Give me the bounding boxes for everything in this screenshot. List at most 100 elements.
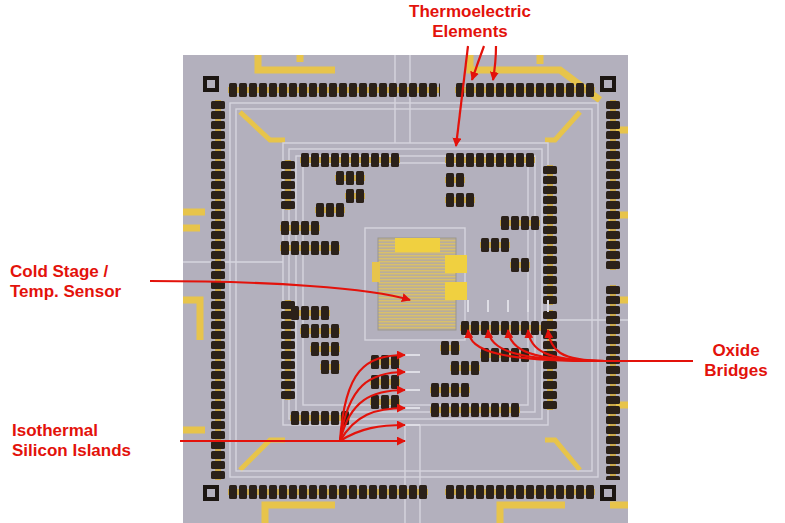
callout-arrows xyxy=(150,46,693,441)
gold-traces-part xyxy=(183,300,200,340)
gold-traces xyxy=(183,55,628,523)
oxide-bridges-part xyxy=(468,300,548,312)
inner-thermoelectric-clusters-part-part xyxy=(500,213,540,233)
inner-thermoelectric-clusters-part xyxy=(280,238,340,258)
callout-arrows-part xyxy=(340,425,405,441)
frame-lines-part xyxy=(236,109,592,471)
outer-thermoelectric-ring-part xyxy=(228,80,440,100)
inner-thermoelectric-clusters-part xyxy=(445,150,535,170)
inner-thermoelectric-clusters-part xyxy=(430,380,470,400)
gold-traces-part xyxy=(545,112,580,140)
outer-thermoelectric-ring-part xyxy=(455,80,595,100)
inner-thermoelectric-clusters-part xyxy=(278,300,298,400)
outer-thermoelectric-ring-part xyxy=(228,482,428,502)
inner-thermoelectric-clusters-part-part xyxy=(510,255,530,275)
outer-thermoelectric-ring-part xyxy=(445,482,595,502)
inner-thermoelectric-clusters-part xyxy=(540,165,560,305)
outer-thermoelectric-ring-part xyxy=(604,80,612,88)
cold-stage xyxy=(372,238,467,330)
callout-arrows-part xyxy=(468,330,605,361)
outer-thermoelectric-ring-part xyxy=(604,489,612,497)
inner-thermoelectric-clusters-part xyxy=(480,235,510,255)
inner-thermoelectric-clusters-part-part xyxy=(480,235,510,255)
chip-die xyxy=(183,55,628,523)
gold-traces-part xyxy=(183,427,205,434)
inner-thermoelectric-clusters-part-part xyxy=(430,380,470,400)
callout-arrows-part xyxy=(180,440,405,442)
inner-thermoelectric-clusters-part xyxy=(280,218,320,238)
outer-thermoelectric-ring-part-part xyxy=(228,80,440,100)
inner-thermoelectric-clusters-part xyxy=(335,168,365,188)
inner-thermoelectric-clusters-part-part xyxy=(450,358,480,378)
gold-traces-part xyxy=(537,55,544,64)
inner-thermoelectric-clusters-part xyxy=(300,150,400,170)
frame-lines-part xyxy=(303,163,528,405)
gold-traces-part xyxy=(183,225,200,232)
gold-traces-part xyxy=(610,502,628,509)
cold-stage-part xyxy=(445,282,467,300)
inner-thermoelectric-clusters-part xyxy=(345,186,365,206)
callout-arrows-part xyxy=(493,46,496,80)
callout-label: Isothermal Silicon Islands xyxy=(12,421,144,461)
inner-thermoelectric-clusters-part xyxy=(445,170,465,190)
inner-thermoelectric-clusters-part xyxy=(310,339,340,359)
oxide-bridges-part xyxy=(405,355,420,425)
outer-thermoelectric-ring-part xyxy=(600,485,616,501)
outer-thermoelectric-ring-part xyxy=(203,485,219,501)
inner-thermoelectric-clusters-part-part xyxy=(280,218,320,238)
inner-thermoelectric-clusters-part xyxy=(440,338,460,358)
gold-traces-part xyxy=(265,505,335,523)
frame-lines xyxy=(183,55,628,523)
inner-thermoelectric-clusters-part xyxy=(278,160,298,210)
gold-traces-part xyxy=(240,440,285,470)
callout-arrows-part xyxy=(340,408,405,441)
callout-arrows-part xyxy=(150,281,410,300)
inner-thermoelectric-clusters-part-part xyxy=(445,170,465,190)
callout-label: Thermoelectric Elements xyxy=(398,2,542,42)
outer-thermoelectric-ring-part-part xyxy=(603,100,623,270)
outer-thermoelectric-ring-part xyxy=(207,80,215,88)
outer-thermoelectric-ring-part xyxy=(203,76,219,92)
outer-thermoelectric-ring-part xyxy=(603,285,623,480)
cold-stage-part xyxy=(372,262,380,282)
cold-stage-part xyxy=(445,255,467,273)
inner-thermoelectric-clusters-part-part xyxy=(440,338,460,358)
frame-lines-part xyxy=(289,149,542,419)
inner-thermoelectric-clusters xyxy=(278,150,560,428)
callout-arrows-part xyxy=(472,46,484,80)
inner-thermoelectric-clusters-part xyxy=(300,321,340,341)
gold-traces-part xyxy=(258,55,335,70)
inner-thermoelectric-clusters-part xyxy=(460,318,550,338)
inner-thermoelectric-clusters-part-part xyxy=(320,357,340,377)
gold-traces-part xyxy=(500,505,565,523)
inner-thermoelectric-clusters-part xyxy=(315,200,345,220)
frame-lines-part xyxy=(183,55,628,523)
outer-thermoelectric-ring-part xyxy=(600,76,616,92)
cold-stage-part xyxy=(378,238,456,330)
callout-label: Cold Stage / Temp. Sensor xyxy=(10,262,138,302)
inner-thermoelectric-clusters-part-part xyxy=(315,200,345,220)
inner-thermoelectric-clusters-part xyxy=(430,400,520,420)
outer-thermoelectric-ring xyxy=(203,76,623,502)
inner-thermoelectric-clusters-part-part xyxy=(278,300,298,400)
inner-thermoelectric-clusters-part xyxy=(445,190,475,210)
outer-thermoelectric-ring-part xyxy=(603,100,623,270)
inner-thermoelectric-clusters-part xyxy=(320,357,340,377)
callout-arrows-part xyxy=(456,46,468,146)
outer-thermoelectric-ring-part-part xyxy=(445,482,595,502)
inner-thermoelectric-clusters-part-part xyxy=(345,186,365,206)
gold-traces-part xyxy=(545,440,580,470)
inner-thermoelectric-clusters-part-part xyxy=(540,165,560,305)
outer-thermoelectric-ring-part xyxy=(207,489,215,497)
gold-traces-part xyxy=(240,112,285,140)
chip-die-part xyxy=(183,55,628,523)
outer-thermoelectric-ring-part-part xyxy=(228,482,428,502)
inner-thermoelectric-clusters-part-part xyxy=(430,400,520,420)
callout-arrows-part xyxy=(340,390,405,441)
inner-thermoelectric-clusters-part-part xyxy=(445,150,535,170)
callout-arrows-part xyxy=(340,355,405,441)
callout-arrows-part xyxy=(605,360,693,362)
callout-label: Oxide Bridges xyxy=(694,341,778,381)
inner-thermoelectric-clusters-part-part xyxy=(300,321,340,341)
